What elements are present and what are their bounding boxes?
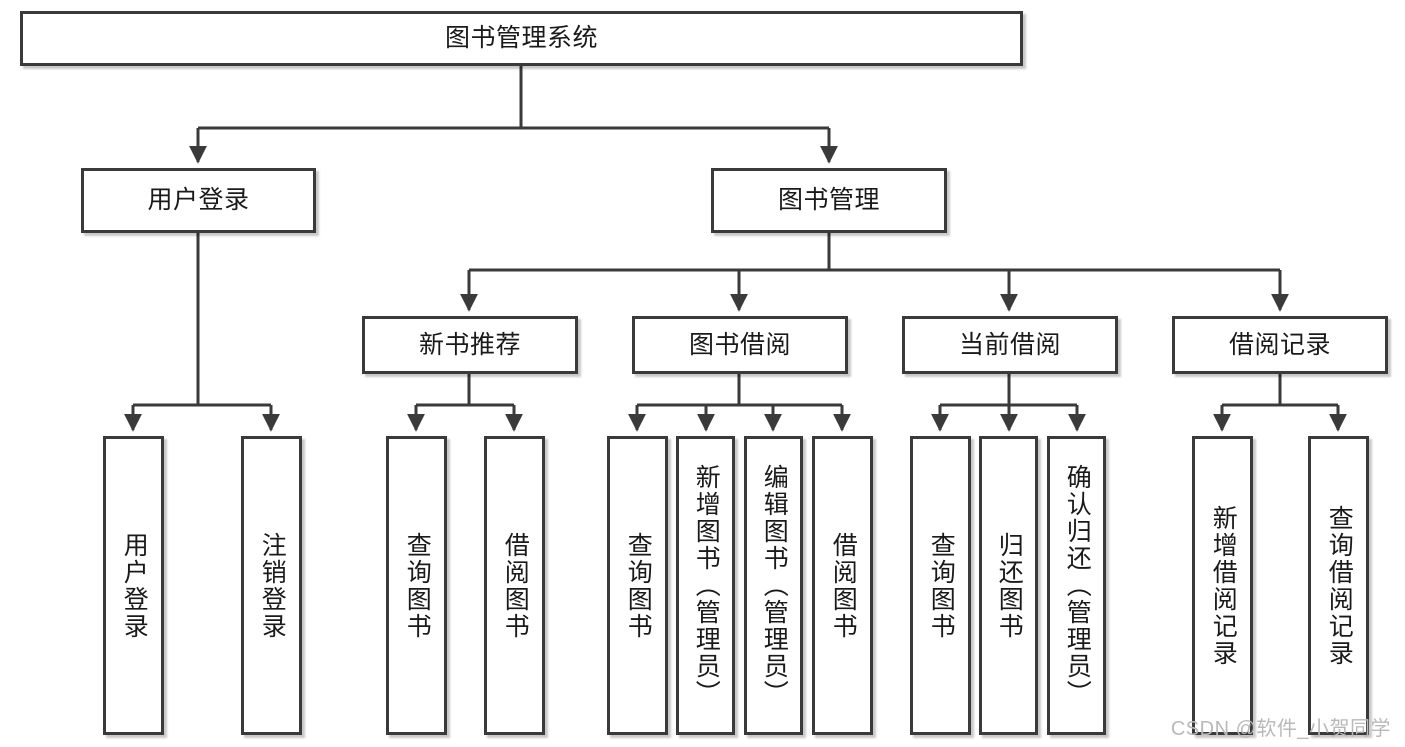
watermark-text: CSDN @软件_小贺同学 [1170, 718, 1391, 740]
node-borrow-record-label: 借阅记录 [1228, 330, 1331, 359]
node-user-login-label: 用户登录 [147, 186, 250, 215]
node-leaf-confirm-return-label: 确认归还（管理员） [1063, 464, 1092, 707]
node-root[interactable]: 图书管理系统 [20, 11, 1023, 66]
node-book-borrow-label: 图书借阅 [688, 330, 791, 359]
node-leaf-query-book-c[interactable]: 查询图书 [910, 436, 971, 735]
node-leaf-query-record-label: 查询借阅记录 [1325, 504, 1354, 667]
node-leaf-query-book-c-label: 查询图书 [927, 531, 956, 640]
node-leaf-borrow-book-b-label: 借阅图书 [829, 531, 858, 640]
node-leaf-query-record[interactable]: 查询借阅记录 [1308, 436, 1369, 735]
node-leaf-user-login[interactable]: 用户登录 [103, 436, 164, 735]
node-leaf-query-book-a-label: 查询图书 [403, 531, 432, 640]
node-leaf-add-record[interactable]: 新增借阅记录 [1192, 436, 1253, 735]
node-leaf-borrow-book-a-label: 借阅图书 [501, 531, 530, 640]
node-current-borrow-label: 当前借阅 [958, 330, 1061, 359]
node-book-manage[interactable]: 图书管理 [711, 168, 947, 233]
node-leaf-add-book[interactable]: 新增图书（管理员） [676, 436, 735, 735]
node-book-manage-label: 图书管理 [777, 186, 880, 215]
node-new-book-recommend[interactable]: 新书推荐 [362, 316, 578, 374]
node-leaf-query-book-a[interactable]: 查询图书 [386, 436, 447, 735]
node-user-login[interactable]: 用户登录 [81, 168, 316, 233]
node-leaf-logout-label: 注销登录 [258, 531, 287, 640]
node-leaf-borrow-book-a[interactable]: 借阅图书 [484, 436, 545, 735]
node-leaf-return-book[interactable]: 归还图书 [979, 436, 1038, 735]
node-leaf-borrow-book-b[interactable]: 借阅图书 [812, 436, 873, 735]
node-new-book-recommend-label: 新书推荐 [418, 330, 521, 359]
node-leaf-return-book-label: 归还图书 [995, 531, 1024, 640]
node-leaf-edit-book[interactable]: 编辑图书（管理员） [744, 436, 803, 735]
node-leaf-add-record-label: 新增借阅记录 [1209, 504, 1238, 667]
node-leaf-edit-book-label: 编辑图书（管理员） [760, 464, 789, 707]
node-current-borrow[interactable]: 当前借阅 [902, 316, 1118, 374]
node-leaf-confirm-return[interactable]: 确认归还（管理员） [1047, 436, 1106, 735]
node-book-borrow[interactable]: 图书借阅 [632, 316, 848, 374]
node-leaf-query-book-b-label: 查询图书 [624, 531, 653, 640]
node-leaf-logout[interactable]: 注销登录 [241, 436, 302, 735]
node-root-label: 图书管理系统 [444, 24, 598, 53]
node-leaf-add-book-label: 新增图书（管理员） [692, 464, 721, 707]
node-leaf-user-login-label: 用户登录 [120, 531, 149, 640]
node-leaf-query-book-b[interactable]: 查询图书 [607, 436, 668, 735]
node-borrow-record[interactable]: 借阅记录 [1172, 316, 1388, 374]
